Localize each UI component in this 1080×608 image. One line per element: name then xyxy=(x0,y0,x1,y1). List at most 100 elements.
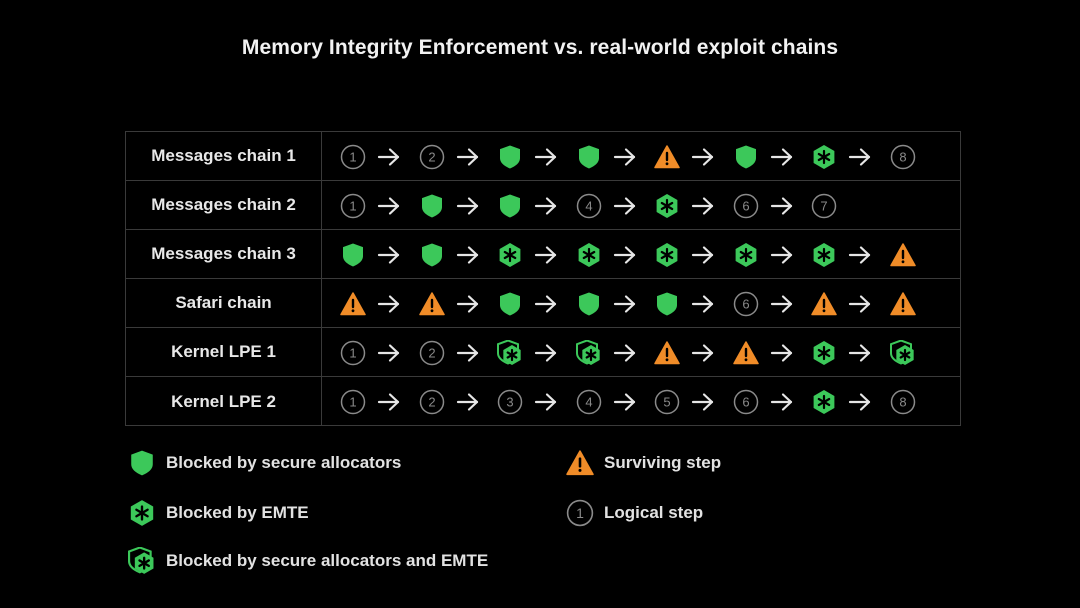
numbered-circle-icon: 1 xyxy=(340,340,366,366)
legend-label-logical: Logical step xyxy=(604,503,704,522)
right-arrow-icon xyxy=(770,342,794,364)
right-arrow-icon xyxy=(377,195,401,217)
right-arrow-icon xyxy=(456,342,480,364)
chain-row: Kernel LPE 2 1 2 3 4 5 6 8 xyxy=(126,377,960,426)
warning-triangle-icon xyxy=(889,291,916,317)
chain-label: Messages chain 1 xyxy=(126,132,322,180)
svg-text:2: 2 xyxy=(428,395,435,410)
legend-label-both: Blocked by secure allocators and EMTE xyxy=(166,551,489,570)
chain-steps: 1 4 6 7 xyxy=(322,181,960,229)
chain-steps: 1 2 3 4 5 6 8 xyxy=(322,377,960,426)
legend-label-emte: Blocked by EMTE xyxy=(166,503,309,522)
right-arrow-icon xyxy=(534,195,558,217)
right-arrow-icon xyxy=(691,146,715,168)
emte-shield-icon xyxy=(733,242,759,268)
emte-shield-icon xyxy=(497,242,523,268)
shield-icon xyxy=(497,291,523,317)
right-arrow-icon xyxy=(534,342,558,364)
numbered-circle-icon: 8 xyxy=(890,389,916,415)
right-arrow-icon xyxy=(613,342,637,364)
shield-icon xyxy=(576,144,602,170)
right-arrow-icon xyxy=(377,146,401,168)
right-arrow-icon xyxy=(456,146,480,168)
right-arrow-icon xyxy=(613,244,637,266)
emte-shield-icon xyxy=(128,499,156,527)
right-arrow-icon xyxy=(770,244,794,266)
right-arrow-icon xyxy=(456,391,480,413)
right-arrow-icon xyxy=(770,293,794,315)
numbered-circle-icon: 4 xyxy=(576,389,602,415)
right-arrow-icon xyxy=(456,293,480,315)
svg-text:5: 5 xyxy=(663,395,670,410)
shield-icon xyxy=(733,144,759,170)
right-arrow-icon xyxy=(613,146,637,168)
warning-triangle-icon xyxy=(889,242,916,268)
numbered-circle-icon: 1 xyxy=(340,144,366,170)
right-arrow-icon xyxy=(377,342,401,364)
chain-row: Kernel LPE 1 1 2 xyxy=(126,328,960,377)
numbered-circle-icon: 3 xyxy=(497,389,523,415)
right-arrow-icon xyxy=(534,391,558,413)
right-arrow-icon xyxy=(848,146,872,168)
legend-item-secure-allocators: Blocked by secure allocators xyxy=(128,449,401,477)
numbered-circle-icon: 2 xyxy=(419,144,445,170)
svg-text:4: 4 xyxy=(585,199,592,214)
right-arrow-icon xyxy=(456,195,480,217)
chain-steps: 6 xyxy=(322,279,960,327)
legend-item-both: Blocked by secure allocators and EMTE xyxy=(128,547,488,575)
warning-triangle-icon xyxy=(654,340,680,366)
right-arrow-icon xyxy=(848,391,872,413)
svg-text:7: 7 xyxy=(820,199,827,214)
warning-triangle-icon xyxy=(566,449,594,477)
shield-icon xyxy=(576,291,602,317)
chain-label: Messages chain 3 xyxy=(126,230,322,278)
legend-item-surviving: Surviving step xyxy=(566,449,721,477)
chain-row: Messages chain 3 xyxy=(126,230,960,279)
shield-icon xyxy=(497,144,523,170)
chain-label: Safari chain xyxy=(126,279,322,327)
numbered-circle-icon: 1 xyxy=(340,389,366,415)
svg-text:2: 2 xyxy=(428,346,435,361)
numbered-circle-icon: 2 xyxy=(419,389,445,415)
emte-shield-icon xyxy=(654,242,680,268)
chain-row: Messages chain 2 1 4 6 7 xyxy=(126,181,960,230)
warning-triangle-icon xyxy=(732,340,759,366)
right-arrow-icon xyxy=(691,342,715,364)
right-arrow-icon xyxy=(377,293,401,315)
svg-text:1: 1 xyxy=(349,199,356,214)
numbered-circle-icon: 8 xyxy=(890,144,916,170)
warning-triangle-icon xyxy=(418,291,445,317)
numbered-circle-icon: 1 xyxy=(566,499,594,527)
right-arrow-icon xyxy=(691,195,715,217)
numbered-circle-icon: 2 xyxy=(419,340,445,366)
legend-label-secure-allocators: Blocked by secure allocators xyxy=(166,453,402,472)
right-arrow-icon xyxy=(613,293,637,315)
right-arrow-icon xyxy=(534,293,558,315)
svg-text:1: 1 xyxy=(349,346,356,361)
chain-label: Kernel LPE 1 xyxy=(126,328,322,376)
chain-steps xyxy=(322,230,960,278)
right-arrow-icon xyxy=(848,342,872,364)
right-arrow-icon xyxy=(770,146,794,168)
numbered-circle-icon: 6 xyxy=(733,291,759,317)
warning-triangle-icon xyxy=(654,144,680,170)
emte-shield-icon xyxy=(811,340,837,366)
svg-text:2: 2 xyxy=(428,150,435,165)
shield-icon xyxy=(419,193,445,219)
svg-text:1: 1 xyxy=(349,150,356,165)
right-arrow-icon xyxy=(691,391,715,413)
right-arrow-icon xyxy=(848,244,872,266)
svg-text:6: 6 xyxy=(742,297,749,312)
emte-shield-icon xyxy=(576,242,602,268)
right-arrow-icon xyxy=(377,244,401,266)
svg-text:1: 1 xyxy=(349,395,356,410)
right-arrow-icon xyxy=(848,293,872,315)
right-arrow-icon xyxy=(534,244,558,266)
right-arrow-icon xyxy=(770,195,794,217)
warning-triangle-icon xyxy=(340,291,366,317)
emte-shield-icon xyxy=(811,242,837,268)
legend-item-logical: 1 Logical step xyxy=(566,499,703,527)
chain-steps: 1 2 8 xyxy=(322,132,960,180)
numbered-circle-icon: 1 xyxy=(340,193,366,219)
